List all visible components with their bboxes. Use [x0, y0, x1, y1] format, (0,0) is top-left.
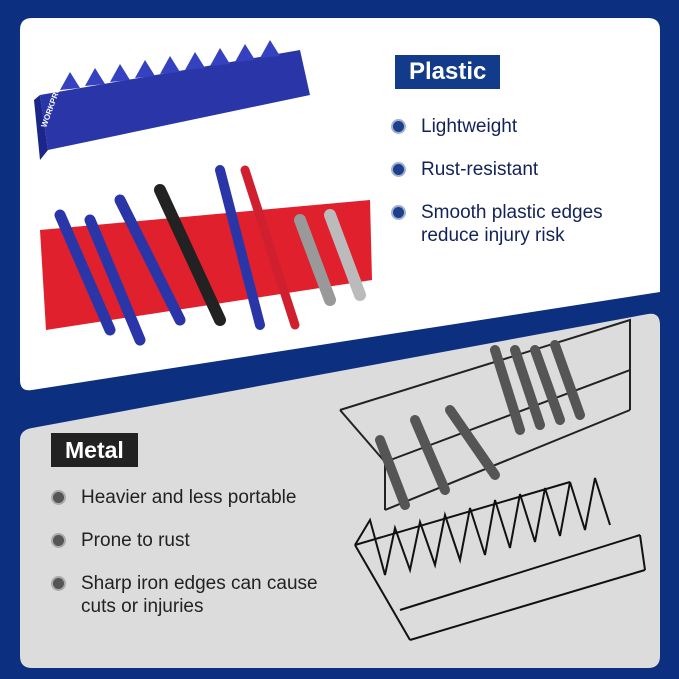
metal-title: Metal [51, 433, 138, 467]
red-plastic-tray-with-pliers-image [40, 165, 372, 346]
list-item-text: Rust-resistant [421, 159, 539, 180]
blue-plastic-tray-image: WORKPRO [34, 40, 310, 160]
bullet-icon [393, 164, 404, 175]
list-item: Rust-resistant [393, 158, 646, 181]
empty-metal-rack-image [354, 477, 646, 641]
metal-drawbacks-list: Heavier and less portable Prone to rust … [53, 486, 336, 638]
metal-rack-with-pliers-image [339, 318, 631, 511]
plastic-benefits-list: Lightweight Rust-resistant Smooth plasti… [393, 115, 646, 267]
bullet-icon [393, 121, 404, 132]
list-item: Prone to rust [53, 529, 336, 552]
bullet-icon [393, 207, 404, 218]
bullet-icon [53, 492, 64, 503]
list-item-text: Heavier and less portable [81, 487, 297, 508]
bullet-icon [53, 578, 64, 589]
list-item: Smooth plastic edges reduce injury risk [393, 201, 646, 247]
list-item: Sharp iron edges can cause cuts or injur… [53, 572, 336, 618]
list-item-text: Sharp iron edges can cause cuts or injur… [81, 573, 318, 617]
list-item: Heavier and less portable [53, 486, 336, 509]
list-item: Lightweight [393, 115, 646, 138]
plastic-title: Plastic [395, 55, 501, 89]
list-item-text: Smooth plastic edges reduce injury risk [421, 202, 603, 246]
bullet-icon [53, 535, 64, 546]
list-item-text: Prone to rust [81, 530, 190, 551]
list-item-text: Lightweight [421, 116, 518, 137]
